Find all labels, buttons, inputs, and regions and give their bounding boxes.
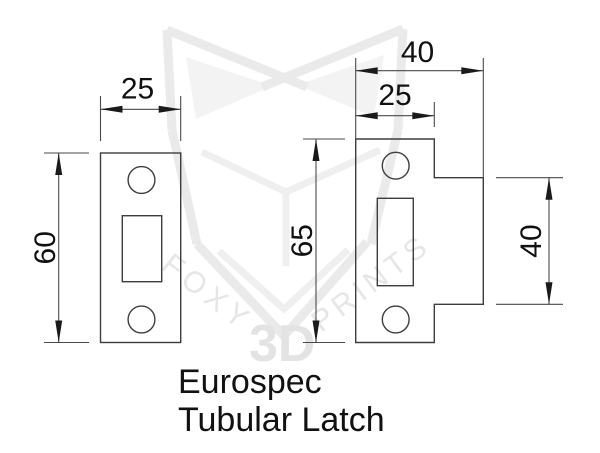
dim-right-plate-total-width: 40 [355, 36, 484, 178]
right-plate-bottom-screw-hole [381, 305, 410, 334]
left-plate-bottom-screw-hole [127, 305, 156, 334]
fox-left-ear-facet [186, 57, 272, 119]
dimension-label-left-height: 60 [29, 231, 62, 264]
watermark-word-3d: 3D [249, 315, 315, 373]
dim-right-plate-width: 25 [355, 79, 435, 127]
drawing-title-line2: Tubular Latch [178, 401, 385, 439]
dim-left-plate-width: 25 [99, 73, 182, 141]
fox-right-cheek [366, 128, 403, 246]
fox-face-facet [200, 146, 382, 196]
fox-right-ear-outer-edge [393, 28, 408, 131]
fox-right-ear-inner-edge [260, 24, 405, 92]
dimension-label-right-tab-height: 40 [515, 224, 548, 257]
dimension-label-right-width: 25 [378, 79, 411, 112]
right-plate-top-screw-hole [381, 151, 410, 180]
right-plate-latch-slot [376, 197, 414, 287]
drawing-title-line1: Eurospec [178, 363, 322, 401]
fox-left-ear-outer-edge [162, 29, 177, 131]
left-plate-outline [99, 152, 182, 344]
left-plate-latch-slot [121, 214, 163, 283]
fox-mouth [216, 247, 351, 314]
dim-left-plate-height: 60 [29, 152, 89, 344]
dim-right-plate-height: 65 [286, 138, 345, 344]
fox-chin [193, 239, 371, 343]
dimension-label-right-total-width: 40 [401, 36, 434, 69]
title-block: Eurospec Tubular Latch [178, 363, 385, 439]
dim-right-tab-height: 40 [496, 177, 563, 305]
fox-left-cheek [167, 129, 202, 245]
dimension-label-left-width: 25 [121, 73, 154, 106]
dimension-label-right-height: 65 [286, 224, 319, 257]
left-plate-top-screw-hole [127, 165, 156, 195]
left-plate-view [99, 152, 182, 344]
right-plate-outline [355, 138, 484, 344]
right-plate-view [355, 138, 484, 344]
